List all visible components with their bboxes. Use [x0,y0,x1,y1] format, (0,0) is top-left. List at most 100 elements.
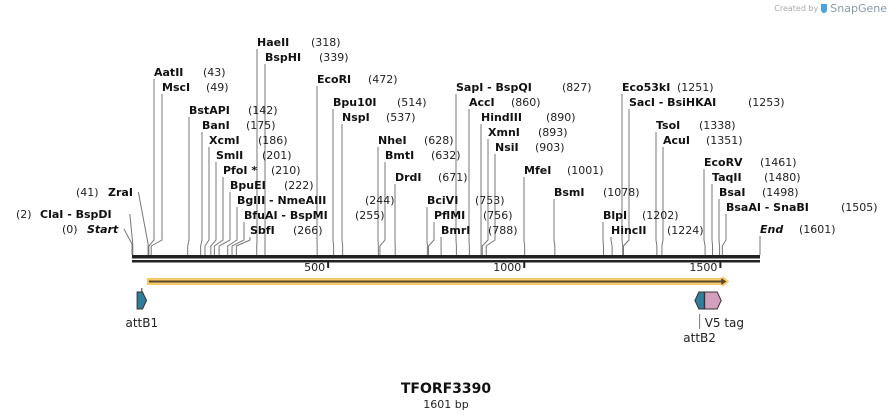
restriction-site[interactable]: BglII - NmeAIII(244) [237,194,395,207]
scale-tick [327,262,330,268]
site-leader-line [721,214,727,255]
restriction-site[interactable]: Bpu10I(514) [333,96,427,109]
orf-feature-arrow[interactable] [146,276,730,287]
restriction-site[interactable]: PfoI *(210) [223,164,301,177]
restriction-site[interactable]: BsaI (1498) [719,186,799,199]
site-leader-line [711,184,714,255]
site-leader-line [610,237,613,255]
site-position: (860) [511,96,541,109]
site-name: BmtI [385,149,414,162]
restriction-site[interactable]: EcoRI(472) [317,73,398,86]
restriction-site[interactable]: BfuAI - BspMI(255) [244,209,385,222]
restriction-site[interactable]: MscI(49) [162,81,229,94]
site-leader-line [553,199,556,255]
site-name: ZraI [108,186,133,199]
restriction-site[interactable]: BlpI(1202) [603,209,679,222]
site-position: (1505) [841,201,878,214]
site-name: DrdI [395,171,422,184]
site-name: NspI [342,111,370,124]
site-name: Eco53kI [622,81,670,94]
site-position: (1351) [706,134,743,147]
restriction-site[interactable]: AccI(860) [469,96,541,109]
site-position: (266) [293,224,323,237]
credit-brand: SnapGene [830,2,887,15]
restriction-site[interactable]: DrdI (671) [395,171,468,184]
scale-tick [719,262,722,268]
orf-line [148,280,725,283]
restriction-site[interactable]: HincII(1224) [611,224,704,237]
restriction-site[interactable]: AatII(43) [154,66,226,79]
restriction-site[interactable]: BciVI(753) [427,194,505,207]
site-position: (893) [538,126,568,139]
site-position: (756) [483,209,513,222]
restriction-site[interactable]: XcmI(186) [209,134,288,147]
site-position: (339) [319,51,349,64]
attb2-feature[interactable] [694,291,705,310]
restriction-site[interactable]: HindIII(890) [481,111,576,124]
restriction-site[interactable]: (2)ClaI - BspDI [16,208,112,221]
attb2-label: attB2 [683,331,716,345]
orf-arrow-icon [721,278,727,285]
attb1-label: attB1 [125,316,158,330]
site-name: PflMI [434,209,465,222]
restriction-site[interactable]: NspI(537) [342,111,416,124]
site-name: NheI [378,134,407,147]
site-leader-line [621,94,624,255]
restriction-site[interactable]: BanI(175) [202,119,276,132]
site-name: MfeI [524,164,551,177]
site-position: (1251) [677,81,714,94]
construct-name: TFORF3390 [401,381,492,397]
restriction-site[interactable]: SacI - BsiHKAI(1253) [629,96,785,109]
restriction-site[interactable]: NheI(628) [378,134,454,147]
restriction-site[interactable]: AcuI(1351) [663,134,743,147]
site-leader-line [481,139,489,255]
site-position: (244) [365,194,395,207]
sequence-backbone [132,255,760,263]
construct-length: 1601 bp [423,398,468,411]
restriction-site[interactable]: XmnI(893) [488,126,568,139]
restriction-site[interactable]: BpuEI(222) [230,179,314,192]
site-position: (1498) [762,186,799,199]
restriction-site[interactable]: SapI - BspQI(827) [456,81,592,94]
site-name: SbfI [250,224,275,237]
restriction-site[interactable]: MfeI(1001) [524,164,604,177]
site-name: BsaAI - SnaBI [726,201,809,214]
site-name: SacI - BsiHKAI [629,96,716,109]
site-name: EcoRV [704,156,743,169]
restriction-site[interactable]: SmlI(201) [216,149,292,162]
site-leader-line [718,199,721,255]
restriction-site[interactable]: HaeII(318) [257,36,341,49]
restriction-site[interactable]: TsoI(1338) [656,119,736,132]
attb1-feature[interactable] [136,291,148,310]
restriction-site[interactable]: BspHI(339) [265,51,349,64]
site-leader-line [200,132,203,255]
site-position: (671) [438,171,468,184]
restriction-site[interactable]: Eco53kI (1251) [622,81,714,94]
v5-tag-feature[interactable] [704,291,722,310]
site-name: EcoRI [317,73,351,86]
site-position: (890) [546,111,576,124]
snapgene-logo-icon [821,4,828,13]
restriction-site[interactable]: (0)Start [62,223,119,236]
site-position: (788) [488,224,518,237]
restriction-site[interactable]: (41)ZraI [76,186,133,199]
restriction-site[interactable]: BmrI(788) [441,224,518,237]
site-name: BsaI [719,186,745,199]
restriction-site[interactable]: End(1601) [760,223,836,236]
site-position: (1601) [799,223,836,236]
restriction-site[interactable]: PflMI (756) [434,209,513,222]
restriction-site[interactable]: SbfI (266) [250,224,323,237]
restriction-site[interactable]: NsiI(903) [495,141,565,154]
restriction-site[interactable]: BsaAI - SnaBI (1505) [726,201,878,214]
restriction-site[interactable]: BmtI(632) [385,149,461,162]
site-name: Start [87,223,119,236]
v5-tag-label: V5 tag [705,316,744,330]
restriction-site[interactable]: EcoRV(1461) [704,156,797,169]
restriction-site[interactable]: TaqII(1480) [712,171,801,184]
restriction-site[interactable]: BstAPI(142) [189,104,278,117]
site-position: (255) [355,209,385,222]
restriction-site[interactable]: BsmI(1078) [554,186,640,199]
